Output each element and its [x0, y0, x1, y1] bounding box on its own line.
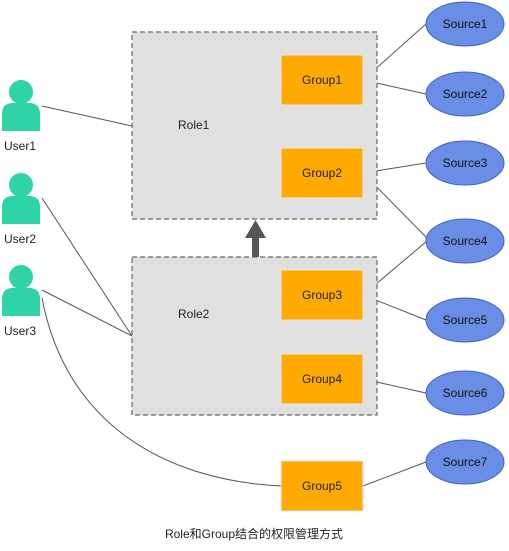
source7-label: Source7 — [443, 455, 488, 469]
edge-user2-role2 — [41, 197, 133, 337]
edge-user3-group5 — [41, 297, 282, 487]
inheritance-arrow — [245, 220, 266, 257]
source1-label: Source1 — [443, 17, 488, 31]
user2-label: User2 — [4, 232, 36, 246]
group1-label: Group1 — [302, 73, 342, 87]
source6: Source6 — [425, 370, 505, 416]
source1: Source1 — [425, 1, 505, 47]
user2: User2 — [2, 173, 40, 246]
group3-rect — [280, 269, 364, 321]
source3-ellipse — [425, 140, 505, 186]
source5-ellipse — [425, 297, 505, 343]
source2-ellipse — [425, 71, 505, 117]
group2-label: Group2 — [302, 166, 342, 180]
source2: Source2 — [425, 71, 505, 117]
source6-ellipse — [425, 370, 505, 416]
group3-label: Group3 — [302, 288, 342, 302]
user3: User3 — [2, 265, 40, 338]
group4: Group4 — [280, 353, 364, 405]
group2: Group2 — [280, 147, 364, 199]
user2-icon — [2, 173, 40, 224]
user3-icon — [2, 265, 40, 316]
source4-label: Source4 — [443, 234, 488, 248]
user1-label: User1 — [4, 139, 36, 153]
diagram-caption: Role和Group结合的权限管理方式 — [165, 526, 343, 541]
arrow-shaft — [252, 236, 259, 257]
edge-user3-role2 — [41, 289, 133, 337]
edge-group5-source7 — [362, 461, 427, 487]
group1-rect — [280, 54, 364, 106]
group4-label: Group4 — [302, 372, 342, 386]
group5-rect — [280, 460, 364, 512]
group5-label: Group5 — [302, 479, 342, 493]
source4: Source4 — [425, 218, 505, 264]
source1-ellipse — [425, 1, 505, 47]
group4-rect — [280, 353, 364, 405]
edge-user1-role1 — [41, 105, 133, 127]
source2-label: Source2 — [443, 87, 488, 101]
source7-ellipse — [425, 439, 505, 485]
source5: Source5 — [425, 297, 505, 343]
source5-label: Source5 — [443, 313, 488, 327]
arrow-head — [245, 220, 266, 238]
group3: Group3 — [280, 269, 364, 321]
source4-ellipse — [425, 218, 505, 264]
group1: Group1 — [280, 54, 364, 106]
source7: Source7 — [425, 439, 505, 485]
user1: User1 — [2, 80, 40, 153]
source6-label: Source6 — [443, 386, 488, 400]
source3-label: Source3 — [443, 156, 488, 170]
source3: Source3 — [425, 140, 505, 186]
group5: Group5 — [280, 460, 364, 512]
user3-label: User3 — [4, 324, 36, 338]
user1-icon — [2, 80, 40, 131]
role1-label: Role1 — [178, 118, 210, 132]
role2-label: Role2 — [178, 307, 210, 321]
group2-rect — [280, 147, 364, 199]
